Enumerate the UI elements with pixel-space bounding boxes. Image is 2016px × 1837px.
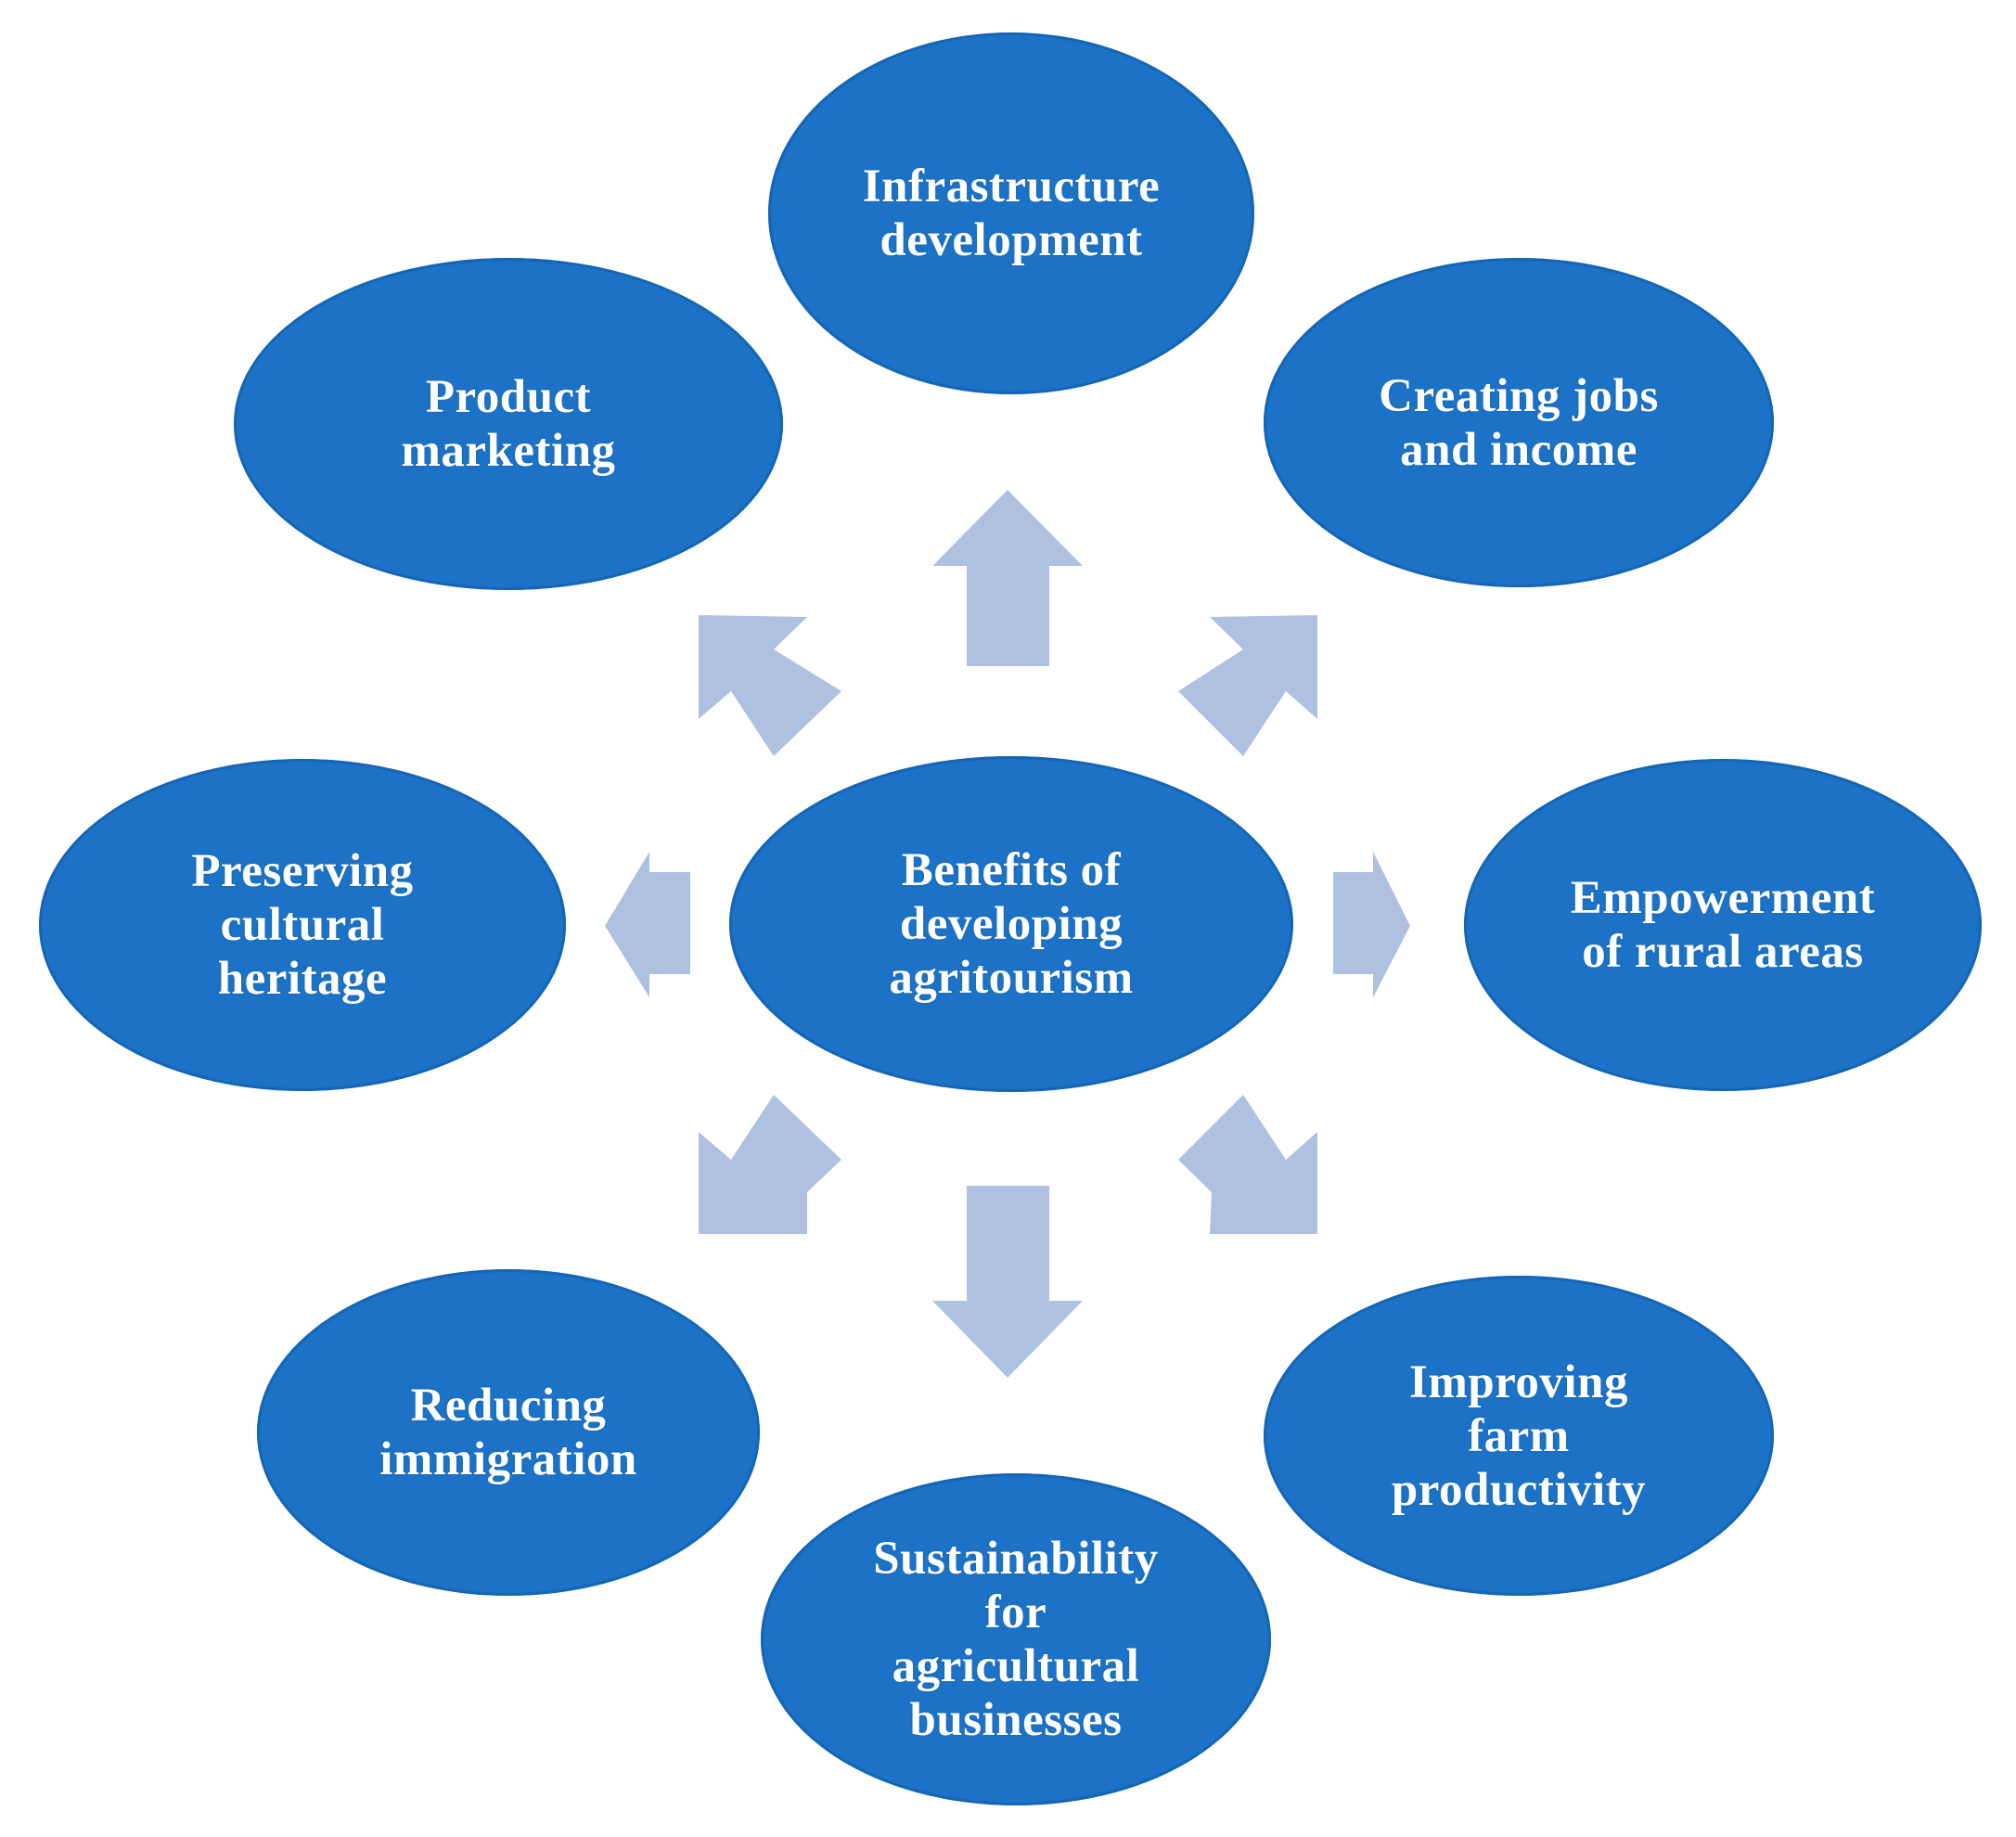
benefit-jobs-label: Creating jobs and income	[1379, 369, 1659, 476]
arrow-down-left-icon	[699, 1095, 841, 1234]
benefit-productivity-node: Improving farm productivity	[1264, 1276, 1774, 1596]
benefit-heritage-label: Preserving cultural heritage	[191, 845, 414, 1005]
benefit-heritage-node: Preserving cultural heritage	[39, 759, 566, 1091]
arrow-up-left-icon	[699, 615, 841, 756]
center-node: Benefits of developing agritourism	[729, 756, 1293, 1092]
center-node-label: Benefits of developing agritourism	[889, 844, 1134, 1004]
benefit-infrastructure-node: Infrastructure development	[768, 32, 1254, 394]
benefit-sustainability-label: Sustainability for agricultural business…	[873, 1533, 1159, 1746]
benefit-sustainability-node: Sustainability for agricultural business…	[761, 1473, 1271, 1805]
benefit-empowerment-label: Empowerment of rural areas	[1570, 872, 1876, 978]
benefit-immigration-node: Reducing immigration	[257, 1269, 760, 1596]
benefit-infrastructure-label: Infrastructure development	[862, 161, 1161, 266]
benefit-marketing-label: Product marketing	[401, 371, 616, 477]
arrow-left-icon	[605, 852, 690, 997]
benefit-immigration-label: Reducing immigration	[379, 1380, 637, 1485]
arrow-up-icon	[932, 490, 1083, 666]
benefit-empowerment-node: Empowerment of rural areas	[1464, 759, 1982, 1091]
arrow-down-right-icon	[1178, 1095, 1317, 1234]
benefit-productivity-label: Improving farm productivity	[1391, 1355, 1647, 1516]
arrow-right-icon	[1333, 852, 1410, 997]
benefit-marketing-node: Product marketing	[234, 258, 783, 590]
arrow-down-icon	[932, 1186, 1083, 1378]
arrow-up-right-icon	[1178, 615, 1317, 756]
benefit-jobs-node: Creating jobs and income	[1264, 258, 1774, 587]
